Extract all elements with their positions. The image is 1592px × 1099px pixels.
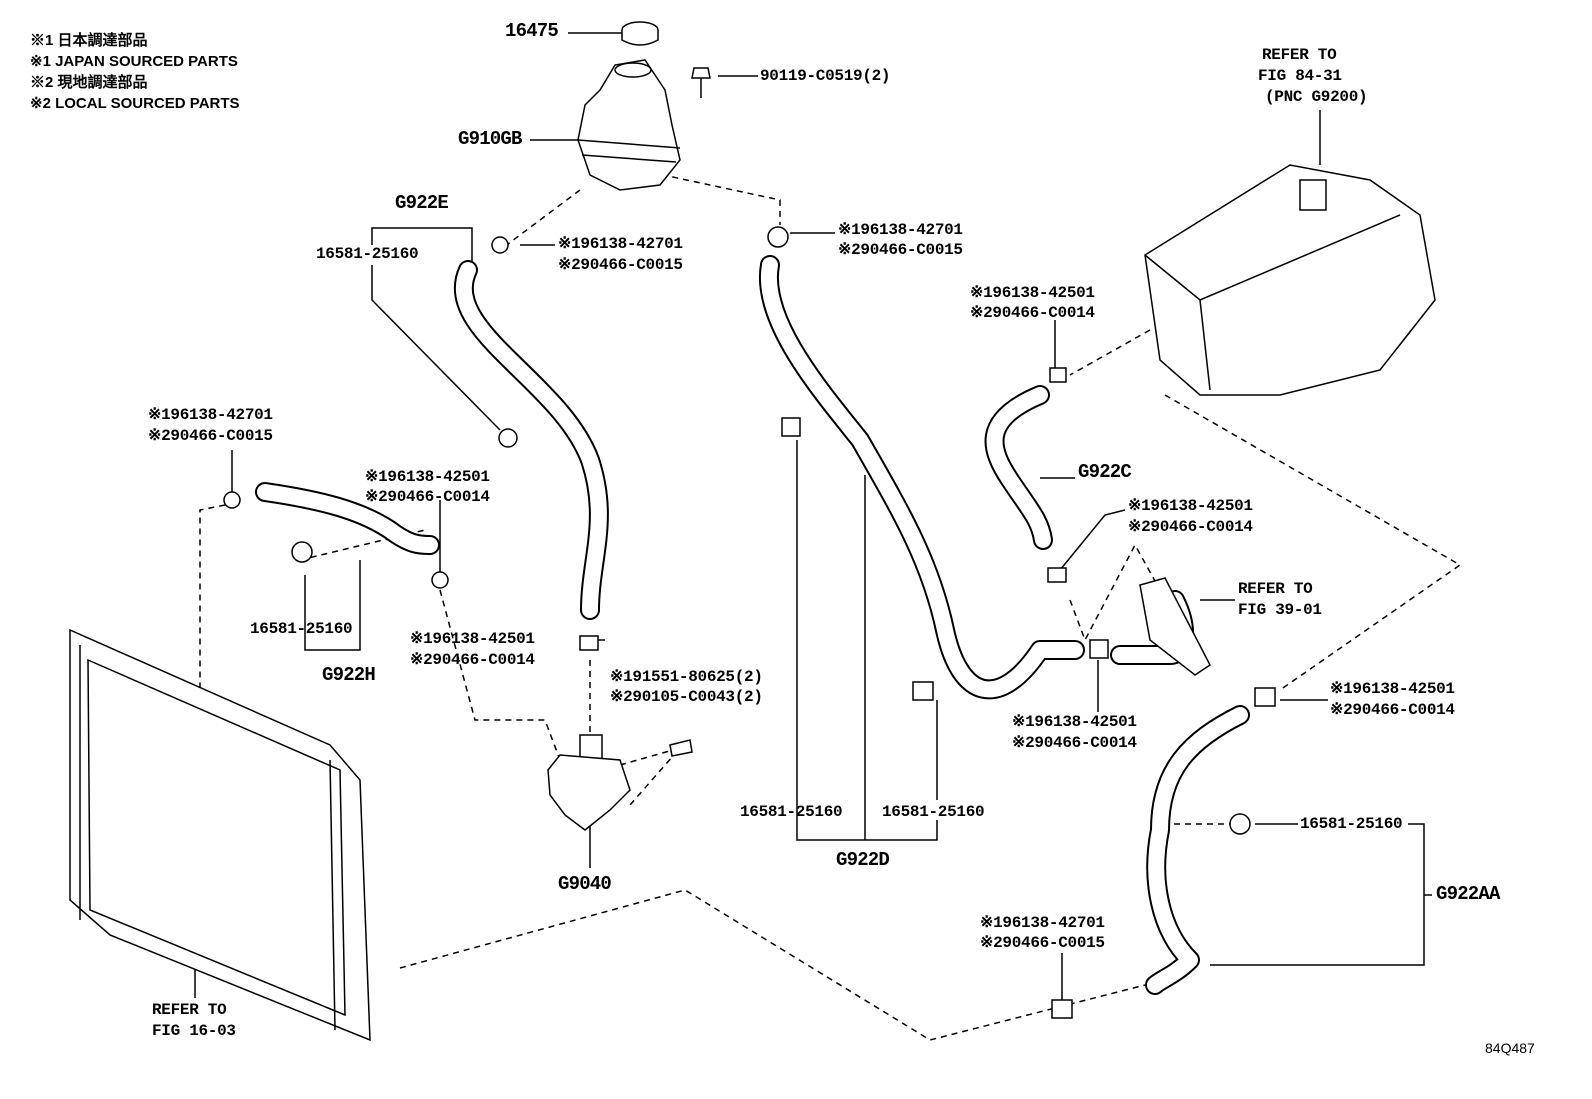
part-label: 16581-25160 xyxy=(1300,815,1403,833)
legend-item: ※2 現地調達部品 xyxy=(30,74,148,91)
part-label: ※196138-42701 xyxy=(558,235,683,253)
reference-label: (PNC G9200) xyxy=(1265,88,1368,106)
hose-clip xyxy=(223,491,241,509)
part-label: 90119-C0519(2) xyxy=(760,67,891,85)
legend-item: ※2 LOCAL SOURCED PARTS xyxy=(30,95,240,112)
part-label: 16581-25160 xyxy=(316,245,419,263)
dashed-line xyxy=(439,589,561,761)
part-label: ※290466-C0015 xyxy=(558,256,683,274)
hose-clip xyxy=(491,236,509,254)
hose-clip xyxy=(291,541,313,563)
hose-clip xyxy=(912,681,934,701)
part-label: ※290466-C0015 xyxy=(838,241,963,259)
hose-clip xyxy=(1254,687,1276,707)
hose-clip xyxy=(1089,639,1109,659)
part-label: ※196138-42501 xyxy=(1012,713,1137,731)
hose-clip xyxy=(1229,813,1251,835)
part-label: ※196138-42501 xyxy=(1330,680,1455,698)
reference-label: REFER TO xyxy=(1238,580,1313,598)
part-label: ※290466-C0014 xyxy=(1330,701,1455,719)
hose-g922aa xyxy=(1145,705,1250,995)
part-label: 16581-25160 xyxy=(740,803,843,821)
hose-clip xyxy=(579,635,599,651)
dashed-line xyxy=(499,189,581,251)
part-label: ※290466-C0015 xyxy=(980,934,1105,952)
part-label: ※196138-42501 xyxy=(365,468,490,486)
bracket-g922d xyxy=(796,440,938,841)
part-label: 16581-25160 xyxy=(250,620,353,638)
hose-clip xyxy=(1047,567,1067,583)
reference-label: REFER TO xyxy=(152,1001,227,1019)
hose-clip xyxy=(767,226,789,248)
electric-water-pump xyxy=(547,754,631,831)
part-label: G922C xyxy=(1078,461,1132,483)
part-label: ※196138-42701 xyxy=(838,221,963,239)
reference-label: REFER TO xyxy=(1262,46,1337,64)
part-label: G922E xyxy=(395,192,449,214)
part-label: ※290466-C0014 xyxy=(365,488,490,506)
reference-label: FIG 16-03 xyxy=(152,1022,236,1040)
dashed-line xyxy=(1069,329,1151,376)
hose-clip xyxy=(1051,999,1073,1019)
hose-clip xyxy=(431,571,449,589)
legend-item: ※1 日本調達部品 xyxy=(30,32,148,49)
part-label: 16581-25160 xyxy=(882,803,985,821)
part-label: G922D xyxy=(836,849,890,871)
part-label: ※196138-42501 xyxy=(1128,497,1253,515)
part-label: G922H xyxy=(322,664,376,686)
bracket-g922e xyxy=(371,227,473,262)
part-label: G9040 xyxy=(558,873,612,895)
reference-label: FIG 84-31 xyxy=(1258,67,1342,85)
hose-clip xyxy=(781,417,801,437)
hose-clip xyxy=(1049,367,1067,383)
dashed-line xyxy=(639,169,781,225)
pump-bolt xyxy=(669,739,693,757)
part-label: G910GB xyxy=(458,128,522,150)
bolt xyxy=(691,67,711,79)
part-label: ※196138-42701 xyxy=(980,914,1105,932)
dashed-line xyxy=(399,889,1146,1041)
leader-line xyxy=(371,265,501,431)
part-label: ※196138-42501 xyxy=(970,284,1095,302)
hose-clip xyxy=(498,428,518,448)
legend-item: ※1 JAPAN SOURCED PARTS xyxy=(30,53,238,70)
reservoir-neck xyxy=(614,62,652,78)
inverter-connector xyxy=(1299,179,1327,211)
hose-g922d xyxy=(758,255,1085,700)
part-label: ※290466-C0014 xyxy=(1012,734,1137,752)
converter-part xyxy=(1139,577,1211,676)
part-label: ※191551-80625(2) xyxy=(610,668,763,686)
part-label: 16475 xyxy=(505,20,559,42)
bracket-g922h xyxy=(304,560,361,651)
radiator-cap-body xyxy=(621,30,659,46)
part-label: G922AA xyxy=(1436,883,1500,905)
part-label: ※290466-C0014 xyxy=(410,651,535,669)
dashed-line xyxy=(619,746,683,806)
reference-label: FIG 39-01 xyxy=(1238,601,1322,619)
part-label: ※290466-C0015 xyxy=(148,427,273,445)
figure-code: 84Q487 xyxy=(1485,1040,1535,1056)
reservoir-tank xyxy=(577,59,681,191)
part-label: ※196138-42701 xyxy=(148,406,273,424)
part-label: ※290466-C0014 xyxy=(1128,518,1253,536)
bracket-g922aa xyxy=(1210,823,1425,966)
part-label: ※290105-C0043(2) xyxy=(610,688,763,706)
part-label: ※290466-C0014 xyxy=(970,304,1095,322)
legend: ※1 日本調達部品 ※1 JAPAN SOURCED PARTS ※2 現地調達… xyxy=(30,30,240,114)
leader-line xyxy=(1059,509,1126,571)
dashed-line xyxy=(1164,394,1462,691)
part-label: ※196138-42501 xyxy=(410,630,535,648)
